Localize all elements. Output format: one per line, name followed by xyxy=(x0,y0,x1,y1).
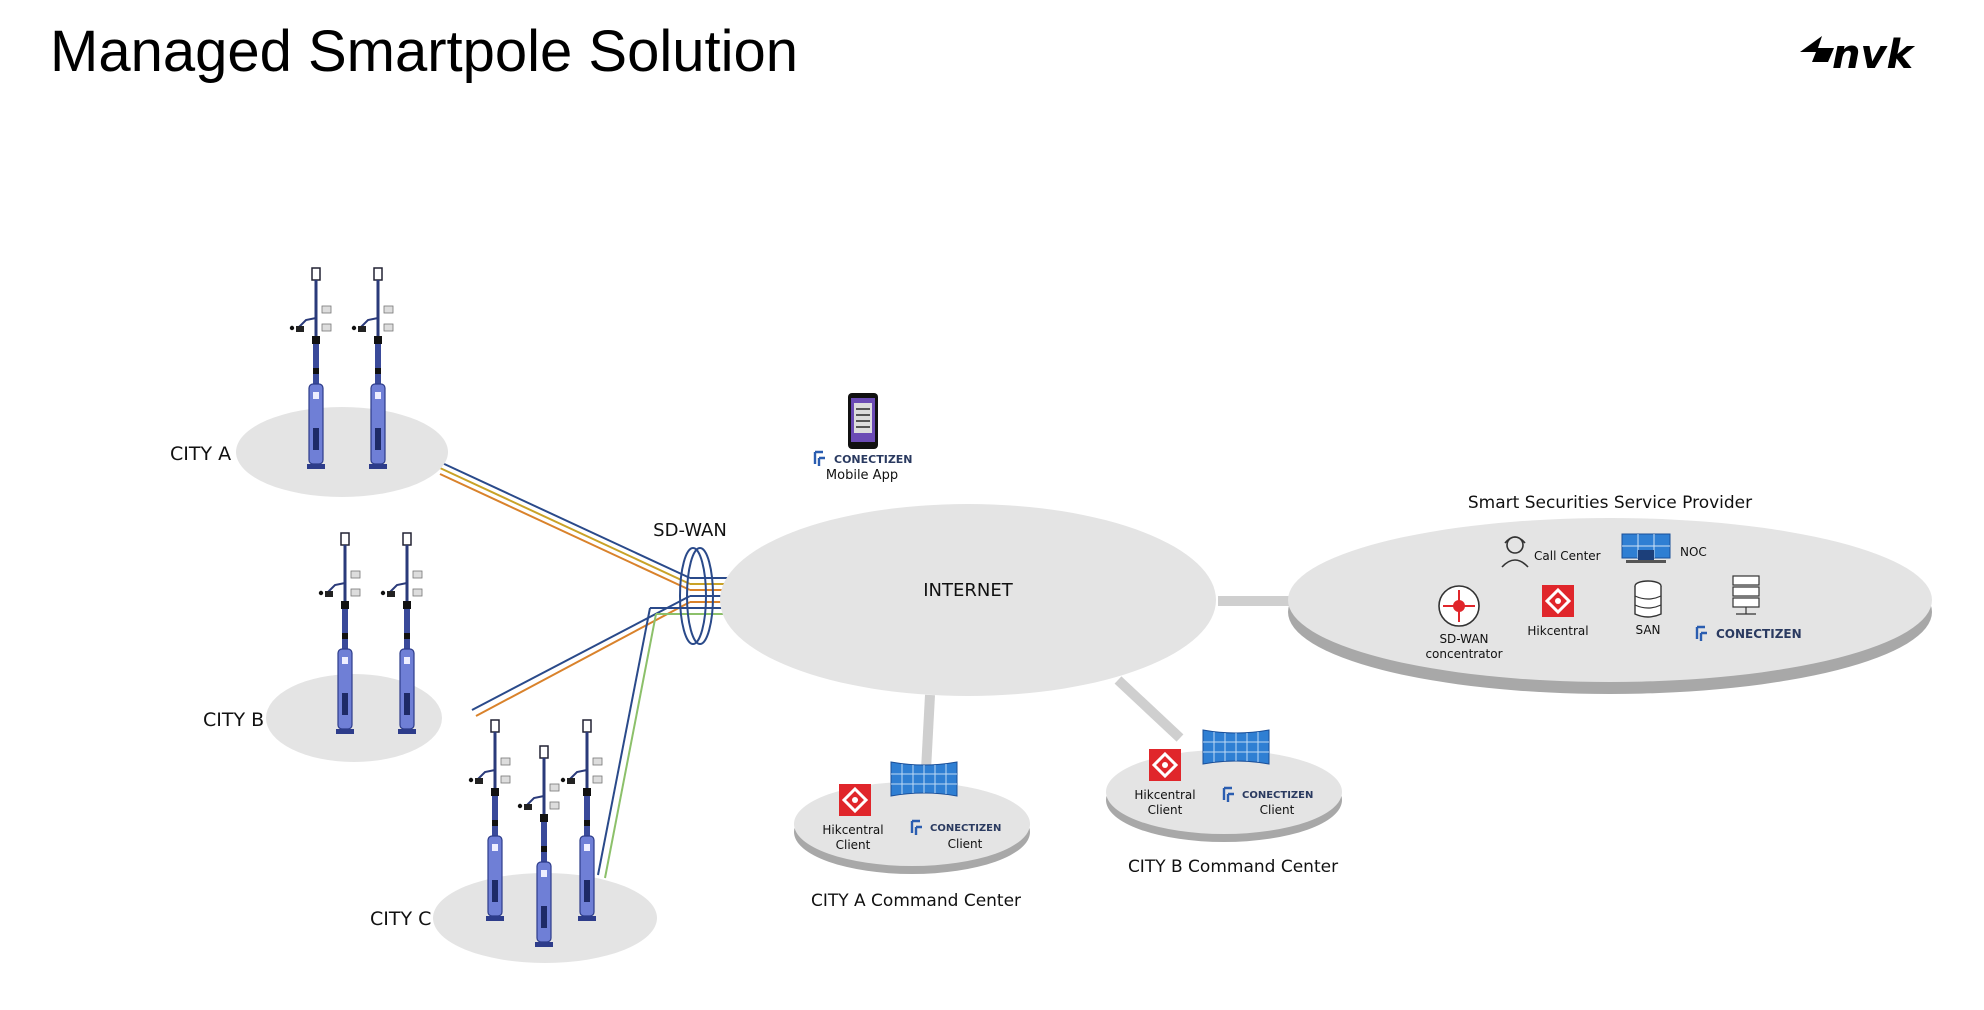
noc-label: NOC xyxy=(1680,545,1707,559)
internet-connectors xyxy=(921,596,1300,771)
sdwan-concentrator-label-line2: concentrator xyxy=(1425,647,1502,661)
video-wall-icon xyxy=(890,761,958,797)
cc-b-client: Client xyxy=(1260,803,1295,817)
hikcentral-client-icon xyxy=(1147,747,1183,783)
server-icon xyxy=(1732,575,1760,615)
city-c-links xyxy=(597,607,740,879)
cc-b-hik-line1: Hikcentral xyxy=(1134,788,1195,802)
mobile-phone-icon xyxy=(848,393,878,449)
internet-label: INTERNET xyxy=(923,580,1013,601)
city-b-ellipse xyxy=(266,674,442,762)
conectizen-logo-icon xyxy=(813,450,827,468)
city-b-label: CITY B xyxy=(203,709,264,731)
san-label: SAN xyxy=(1635,623,1660,637)
cc-a-client: Client xyxy=(948,837,983,851)
call-center-icon xyxy=(1501,536,1529,568)
provider-ellipse xyxy=(1288,518,1932,682)
hikcentral-label: Hikcentral xyxy=(1527,624,1588,638)
mobile-app-brand: CONECTIZEN xyxy=(834,453,913,466)
sdwan-label: SD-WAN xyxy=(653,520,727,541)
city-a-label: CITY A xyxy=(170,443,231,465)
city-a-links xyxy=(439,461,691,591)
cc-b-hik-line2: Client xyxy=(1148,803,1183,817)
sdwan-concentrator-label-line1: SD-WAN xyxy=(1439,632,1488,646)
cc-a-hik-line2: Client xyxy=(836,838,871,852)
cc-a-hik-line1: Hikcentral xyxy=(822,823,883,837)
city-a-ellipse xyxy=(236,407,448,497)
page-title: Managed Smartpole Solution xyxy=(50,19,799,84)
sdwan-concentrator-icon xyxy=(1438,585,1480,627)
hikcentral-client-icon xyxy=(837,782,873,818)
city-c-label: CITY C xyxy=(370,908,431,930)
logo-text: nvk xyxy=(1832,32,1916,78)
city-a-command-center-label: CITY A Command Center xyxy=(811,891,1021,911)
call-center-label: Call Center xyxy=(1534,549,1601,563)
sdwan-tunnel-icon xyxy=(679,547,714,645)
city-b-command-center-label: CITY B Command Center xyxy=(1128,857,1338,877)
san-storage-icon xyxy=(1634,580,1662,618)
provider-title: Smart Securities Service Provider xyxy=(1468,493,1752,513)
internet-cloud xyxy=(720,504,1216,696)
provider-conectizen-label: CONECTIZEN xyxy=(1716,627,1802,641)
mobile-app-label: Mobile App xyxy=(826,468,898,483)
nvk-logo: nvk xyxy=(1800,32,1916,78)
cc-b-brand: CONECTIZEN xyxy=(1242,790,1313,801)
hikcentral-icon xyxy=(1540,583,1576,619)
cc-a-brand: CONECTIZEN xyxy=(930,823,1001,834)
video-wall-icon xyxy=(1202,729,1270,765)
noc-monitor-icon xyxy=(1621,533,1671,563)
